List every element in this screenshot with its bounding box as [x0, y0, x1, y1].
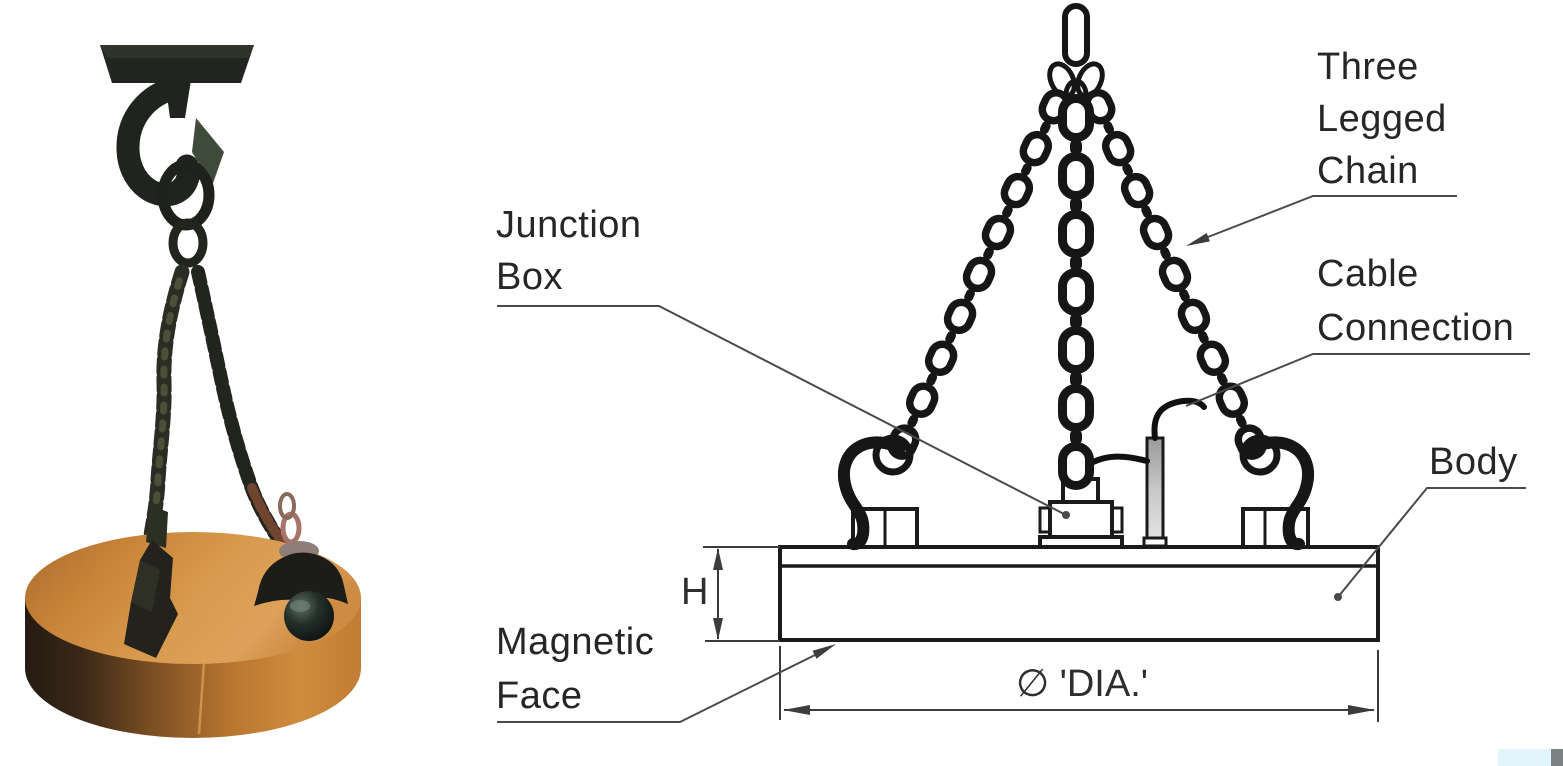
leader-junction-box: [497, 305, 1067, 516]
chain-left-leg: [882, 89, 1071, 471]
leader-magnetic-face: [497, 654, 816, 723]
shackle-left: [124, 505, 178, 658]
dimension-label-dia: ∅ 'DIA.': [1015, 663, 1149, 705]
magnet-body: [778, 545, 1380, 642]
shackle-right: [254, 492, 348, 641]
label-three-legged-chain: Three Legged Chain: [1317, 46, 1447, 192]
dimension-h: [703, 546, 780, 642]
corner-accent-gray: [1551, 749, 1563, 766]
label-cable-connection: Cable Connection: [1317, 253, 1515, 349]
dimension-dia: [779, 646, 1379, 722]
hook-left: [837, 434, 914, 551]
leader-three-legged-chain: [1207, 195, 1457, 238]
dimension-label-h: H: [681, 571, 709, 613]
leader-cable-connection: [1185, 353, 1530, 407]
chain-right-leg: [1083, 89, 1272, 471]
label-junction-box: Junction Box: [496, 204, 642, 298]
hook-right: [1239, 434, 1315, 551]
cable-tube: [1142, 436, 1168, 548]
label-body: Body: [1429, 441, 1518, 483]
crane-hook: [116, 76, 224, 268]
label-magnetic-face: Magnetic Face: [496, 621, 655, 717]
cable: [1080, 397, 1207, 471]
leader-lines: [497, 195, 1530, 723]
crane-block: [100, 45, 254, 83]
corner-accent-cyan: [1498, 749, 1551, 766]
photo-lifting-magnet: [25, 45, 361, 738]
leader-body: [1337, 487, 1526, 598]
